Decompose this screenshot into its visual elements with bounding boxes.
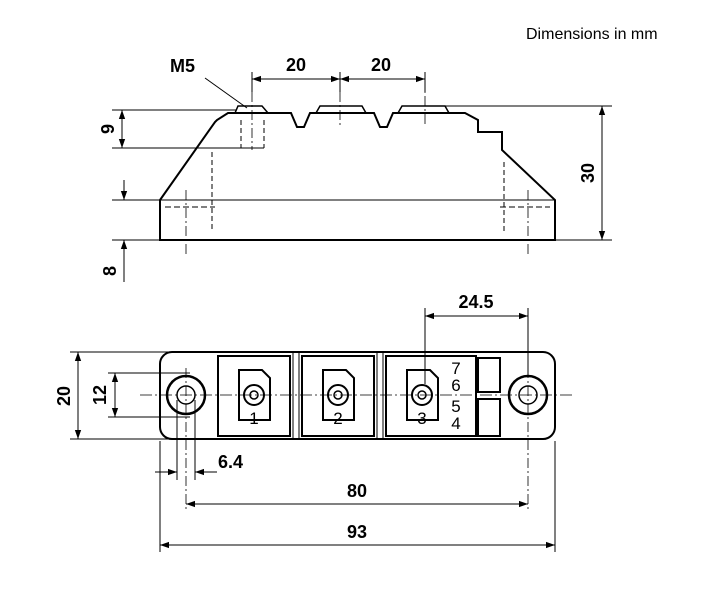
side-terminal-2: [315, 105, 367, 114]
thread-leader-line: [204, 77, 248, 109]
height8-label: 8: [100, 266, 120, 276]
side-dimensions: 20 20 M5 9 8 30: [98, 55, 612, 282]
height30-label: 30: [578, 163, 598, 183]
terminal-block-2: [301, 355, 375, 437]
top-housing-outline: [159, 351, 556, 440]
spacing80-label: 80: [347, 481, 367, 501]
aux-label-7: 7: [451, 359, 460, 378]
hole-label: 6.4: [218, 452, 243, 472]
terminal-block-3: [385, 355, 477, 437]
side-housing-outline: [159, 112, 556, 241]
aux-connector-top: [477, 357, 501, 393]
terminal-label-1: 1: [249, 409, 258, 428]
auxpitch-label: 24.5: [458, 292, 493, 312]
length93-label: 93: [347, 522, 367, 542]
pitch-right-label: 20: [371, 55, 391, 75]
terminal-label-3: 3: [417, 409, 426, 428]
aux-connector-bottom: [477, 398, 501, 437]
side-terminal-1: [234, 105, 269, 114]
terminal-pad-2: [322, 369, 355, 421]
aux-label-6: 6: [451, 376, 460, 395]
terminal-pad-1: [238, 369, 271, 421]
terminal-pad-3: [406, 369, 439, 421]
terminal-block-1: [217, 355, 291, 437]
aux-label-4: 4: [451, 414, 460, 433]
side-terminal-3: [397, 105, 450, 114]
side-view: [159, 78, 556, 255]
thread-label: M5: [170, 56, 195, 76]
aux-label-5: 5: [451, 397, 460, 416]
top-view: 1 2 3 7 6 5 4: [140, 351, 572, 510]
pitch-left-label: 20: [286, 55, 306, 75]
width20-label: 20: [54, 386, 74, 406]
dimensions-note: Dimensions in mm: [526, 26, 658, 43]
terminal-label-2: 2: [333, 409, 342, 428]
width12-label: 12: [90, 385, 110, 405]
top-dimensions: 24.5 20 12 6.4 80 93: [54, 292, 556, 552]
height9-label: 9: [98, 124, 118, 134]
